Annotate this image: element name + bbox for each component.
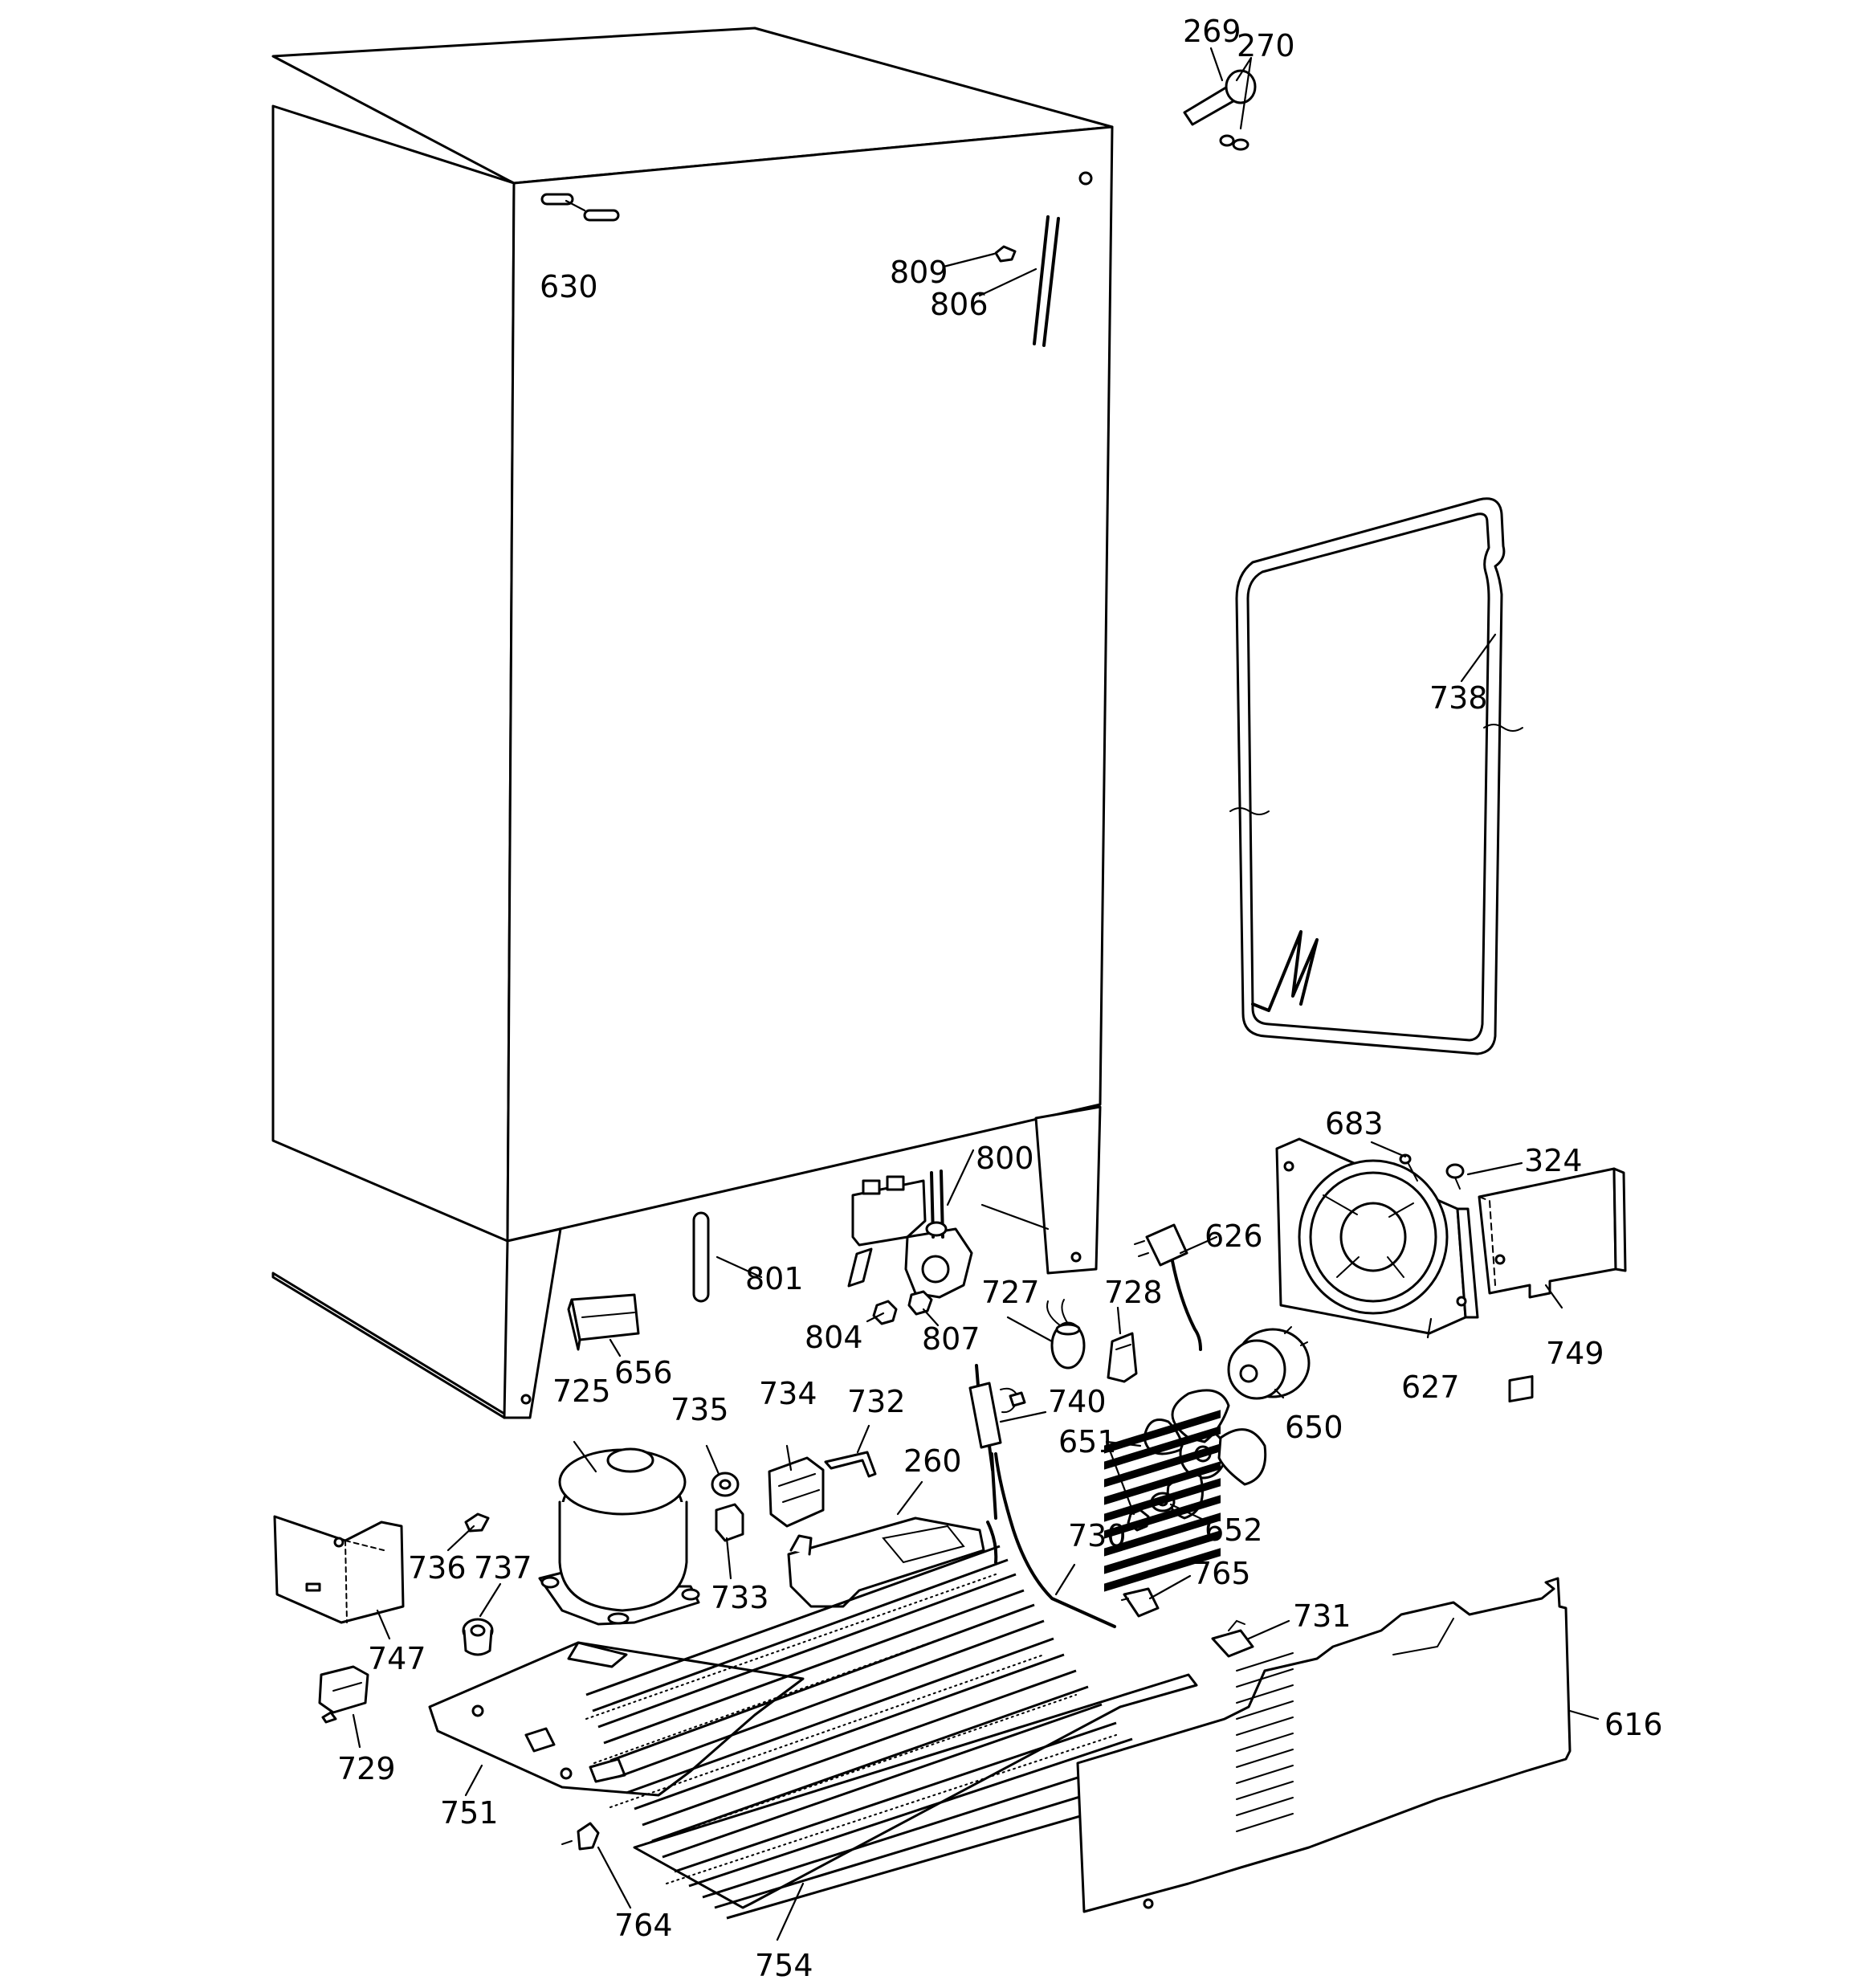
part-616-grille: [1076, 1375, 1572, 1913]
label-738: 738: [1429, 680, 1488, 716]
cabinet-left-leg: [503, 1227, 562, 1419]
part-733-overload: [715, 1503, 744, 1542]
part-765-clip: [1121, 1587, 1160, 1618]
part-630-slots: [540, 193, 620, 222]
part-807-nut: [907, 1290, 933, 1316]
label-729: 729: [337, 1751, 396, 1786]
refrigerator-cabinet: [271, 27, 1114, 1419]
part-809-clip: [994, 245, 1017, 263]
label-747: 747: [368, 1641, 426, 1676]
cabinet-side: [271, 104, 516, 1243]
label-732: 732: [847, 1384, 906, 1419]
label-754: 754: [755, 1948, 813, 1983]
label-735: 735: [671, 1392, 729, 1427]
label-727: 727: [981, 1275, 1040, 1310]
part-754-condenser-coil: [585, 1452, 1198, 1920]
part-737-grommet: [462, 1618, 494, 1656]
part-725-compressor: [538, 1447, 700, 1626]
part-806-tube: [1033, 215, 1060, 347]
part-729-relay: [318, 1665, 369, 1724]
part-656-bracket: [567, 1293, 640, 1351]
label-736: 736: [408, 1550, 467, 1586]
part-747-cover: [273, 1515, 405, 1624]
part-627-fan-shroud: [1275, 1137, 1479, 1335]
part-683-screw: [1399, 1153, 1418, 1182]
cabinet-bottom-edge: [271, 1272, 506, 1419]
part-626-power-cord: [1134, 1223, 1202, 1351]
label-751: 751: [440, 1795, 499, 1831]
part-738-gasket: [1229, 497, 1523, 1055]
label-650: 650: [1285, 1410, 1343, 1445]
label-651: 651: [1058, 1424, 1117, 1459]
label-737: 737: [474, 1550, 532, 1586]
label-656: 656: [614, 1355, 673, 1390]
label-269: 269: [1183, 14, 1241, 49]
label-627: 627: [1401, 1370, 1460, 1405]
part-751-base-pan: [428, 1641, 805, 1797]
label-734: 734: [759, 1376, 817, 1411]
part-764-clip: [561, 1822, 600, 1851]
part-270-screw: [1219, 134, 1249, 151]
part-804-nut: [872, 1300, 898, 1325]
part-801-tube: [692, 1211, 710, 1303]
label-740: 740: [1048, 1384, 1107, 1419]
label-807: 807: [922, 1321, 980, 1357]
part-732-clip: [824, 1451, 877, 1478]
label-728: 728: [1104, 1275, 1163, 1310]
label-652: 652: [1205, 1512, 1263, 1548]
label-731: 731: [1293, 1598, 1351, 1634]
label-749: 749: [1546, 1336, 1604, 1371]
label-730: 730: [1068, 1518, 1127, 1553]
label-616: 616: [1604, 1707, 1663, 1742]
part-650-fan-motor: [1227, 1326, 1311, 1400]
leader-lines: [352, 47, 1600, 1941]
coil-fins: [585, 1574, 1117, 1884]
cabinet-right-leg: [1034, 1105, 1102, 1275]
part-260-drain-pan: [787, 1517, 985, 1608]
label-725: 725: [552, 1374, 611, 1409]
label-626: 626: [1205, 1219, 1263, 1254]
part-800-water-valve: [847, 1170, 973, 1299]
label-270: 270: [1237, 28, 1295, 63]
label-801: 801: [745, 1261, 804, 1296]
label-765: 765: [1192, 1556, 1251, 1591]
label-260: 260: [903, 1443, 962, 1479]
part-731-clip: [1211, 1619, 1254, 1658]
part-324-screw: [1445, 1163, 1465, 1190]
label-800: 800: [976, 1141, 1034, 1176]
part-734-relay: [768, 1456, 825, 1528]
label-764: 764: [614, 1908, 673, 1943]
label-630: 630: [540, 269, 598, 304]
label-809: 809: [890, 255, 948, 290]
label-324: 324: [1524, 1143, 1583, 1178]
grille-vent-lines: [1236, 1652, 1294, 1832]
part-727-capacitor: [1046, 1299, 1086, 1370]
coil-tubes: [585, 1545, 1181, 1920]
cabinet-back-panel: [506, 125, 1114, 1243]
part-749-cover: [1478, 1167, 1627, 1299]
label-683: 683: [1325, 1106, 1384, 1141]
callout-labels: 269 270 630 809 806 738 683 324 800 626 …: [337, 14, 1663, 1983]
part-730-tube: [994, 1452, 1116, 1628]
part-728-clip: [1107, 1332, 1138, 1383]
label-804: 804: [805, 1320, 863, 1355]
label-733: 733: [711, 1580, 769, 1615]
part-736-clip: [464, 1512, 490, 1533]
label-806: 806: [930, 287, 989, 322]
part-735-grommet: [711, 1472, 740, 1497]
